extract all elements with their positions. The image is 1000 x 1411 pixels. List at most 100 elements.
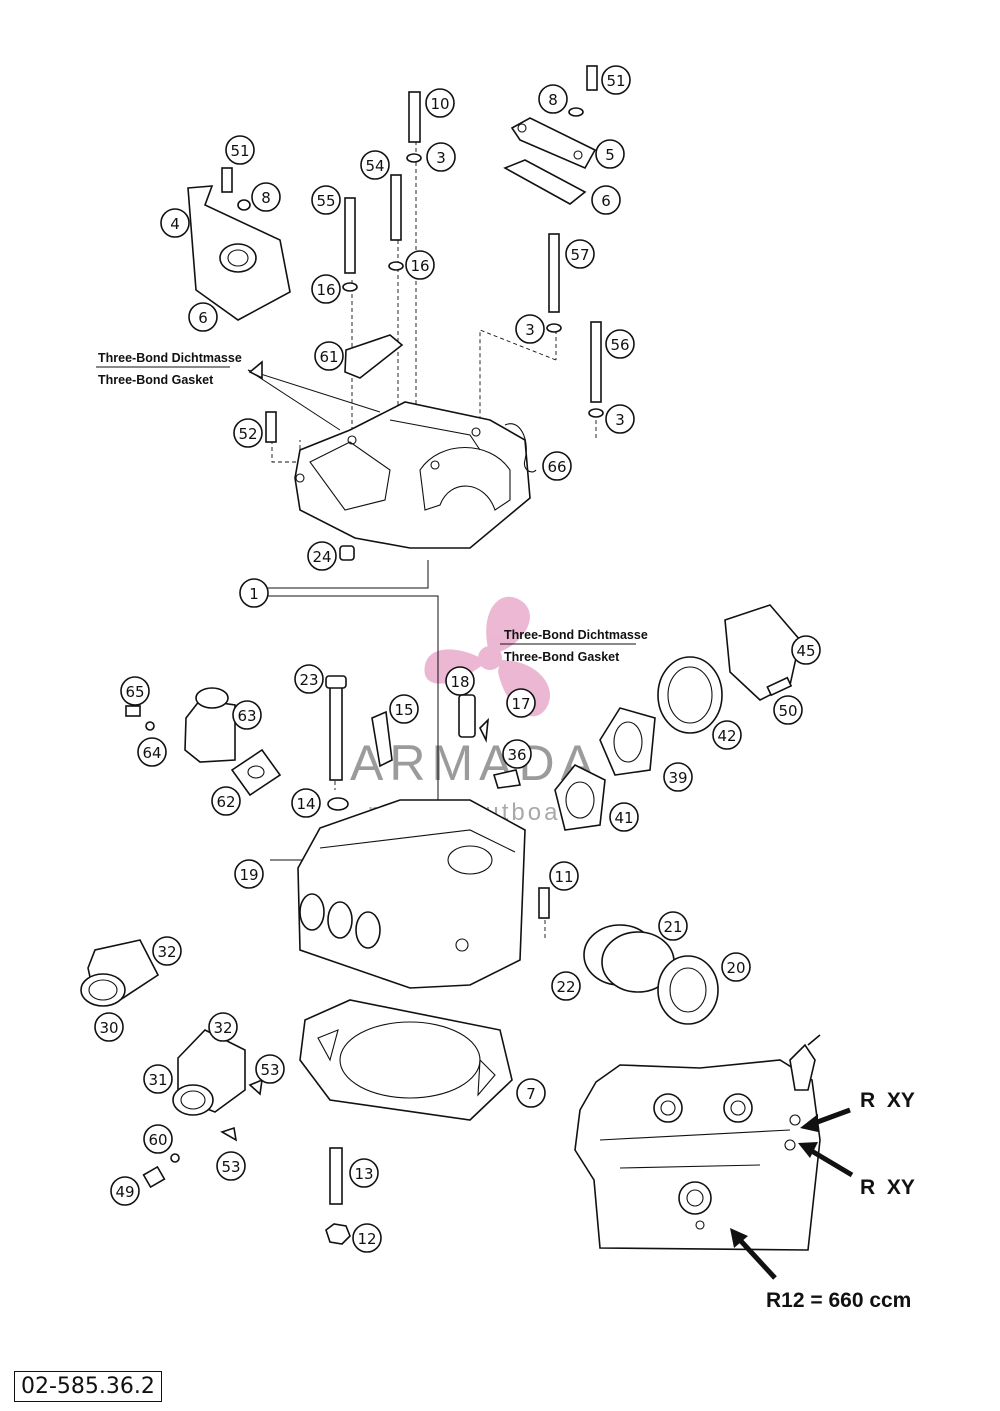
callout-circle — [294, 664, 324, 694]
document-number: 02-585.36.2 — [14, 1371, 162, 1402]
callout-number: 20 — [726, 959, 745, 977]
sensor-15 — [371, 710, 393, 768]
callout-number: 42 — [717, 727, 736, 745]
callout-circle — [208, 1012, 238, 1042]
callout-number: 32 — [213, 1019, 232, 1037]
callout-64: 64 — [137, 737, 167, 767]
callout-56: 56 — [605, 329, 635, 359]
sealant-note-lower-line2: Three-Bond Gasket — [504, 650, 620, 664]
sleeve-24 — [339, 545, 355, 561]
callout-16: 16 — [405, 250, 435, 280]
callout-50: 50 — [773, 695, 803, 725]
callout-circle — [791, 635, 821, 665]
callout-number: 18 — [450, 673, 469, 691]
callout-number: 4 — [170, 215, 180, 233]
callout-53: 53 — [216, 1151, 246, 1181]
bolt-23 — [329, 684, 343, 781]
callout-circle — [538, 84, 568, 114]
callout-number: 19 — [239, 866, 258, 884]
callout-circle — [721, 952, 751, 982]
callout-3: 3 — [515, 314, 545, 344]
pipe-31 — [172, 1084, 214, 1116]
callout-66: 66 — [542, 451, 572, 481]
callout-number: 16 — [316, 281, 335, 299]
parts-artwork — [80, 65, 854, 1280]
callout-circle — [349, 1158, 379, 1188]
callout-55: 55 — [311, 185, 341, 215]
nipple-49 — [142, 1165, 166, 1189]
callout-number: 10 — [430, 95, 449, 113]
callout-circle — [389, 694, 419, 724]
callout-53: 53 — [255, 1054, 285, 1084]
callout-5: 5 — [595, 139, 625, 169]
callout-number: 8 — [548, 91, 558, 109]
callout-62: 62 — [211, 786, 241, 816]
callout-number: 23 — [299, 671, 318, 689]
callout-number: 50 — [778, 702, 797, 720]
callout-number: 1 — [249, 585, 259, 603]
callout-number: 21 — [663, 918, 682, 936]
callout-18: 18 — [445, 666, 475, 696]
callout-number: 16 — [410, 257, 429, 275]
callout-52: 52 — [233, 418, 263, 448]
callout-circle — [239, 578, 269, 608]
flange-39 — [599, 707, 656, 776]
sealant-note-upper-line2: Three-Bond Gasket — [98, 373, 214, 387]
callout-circle — [211, 786, 241, 816]
callout-circle — [216, 1151, 246, 1181]
callout-circle — [425, 88, 455, 118]
callout-circle — [591, 185, 621, 215]
callout-19: 19 — [234, 859, 264, 889]
callout-circle — [712, 720, 742, 750]
inset-label-rxy-lower: R XY — [860, 1176, 915, 1199]
callout-24: 24 — [307, 541, 337, 571]
callout-number: 54 — [365, 157, 384, 175]
callout-42: 42 — [712, 720, 742, 750]
bolt-50 — [766, 676, 793, 697]
seal-20 — [657, 955, 719, 1025]
tube-18 — [458, 694, 476, 738]
callout-number: 12 — [357, 1230, 376, 1248]
callout-circle — [291, 788, 321, 818]
callout-number: 52 — [238, 425, 257, 443]
callout-number: 30 — [99, 1019, 118, 1037]
callout-23: 23 — [294, 664, 324, 694]
callout-22: 22 — [551, 971, 581, 1001]
callout-number: 6 — [601, 192, 611, 210]
callout-57: 57 — [565, 239, 595, 269]
callout-number: 55 — [316, 192, 335, 210]
callout-circle — [549, 861, 579, 891]
callout-number: 53 — [221, 1158, 240, 1176]
callout-8: 8 — [251, 182, 281, 212]
callout-circle — [506, 688, 536, 718]
callout-circle — [773, 695, 803, 725]
gasket-6-top — [503, 159, 587, 205]
callout-number: 3 — [525, 321, 535, 339]
callout-number: 65 — [125, 683, 144, 701]
inset-label-rxy-upper: R XY — [860, 1089, 915, 1112]
callout-54: 54 — [360, 150, 390, 180]
callout-circle — [516, 1078, 546, 1108]
callout-circle — [502, 739, 532, 769]
stud-13 — [329, 1147, 343, 1205]
callout-15: 15 — [389, 694, 419, 724]
callout-circle — [311, 185, 341, 215]
callout-3: 3 — [605, 404, 635, 434]
pipe-30 — [80, 973, 126, 1007]
callout-11: 11 — [549, 861, 579, 891]
callout-number: 31 — [148, 1071, 167, 1089]
callout-number: 57 — [570, 246, 589, 264]
callout-number: 32 — [157, 943, 176, 961]
callout-circle — [609, 802, 639, 832]
bolt-57 — [548, 233, 560, 313]
callout-number: 24 — [312, 548, 331, 566]
callout-circle — [137, 737, 167, 767]
bolt-56 — [590, 321, 602, 403]
callout-number: 45 — [796, 642, 815, 660]
callout-number: 8 — [261, 189, 271, 207]
callout-number: 63 — [237, 707, 256, 725]
callout-circle — [255, 1054, 285, 1084]
cylinder-head-19 — [297, 799, 526, 989]
plate-61 — [344, 334, 404, 379]
callout-7: 7 — [516, 1078, 546, 1108]
